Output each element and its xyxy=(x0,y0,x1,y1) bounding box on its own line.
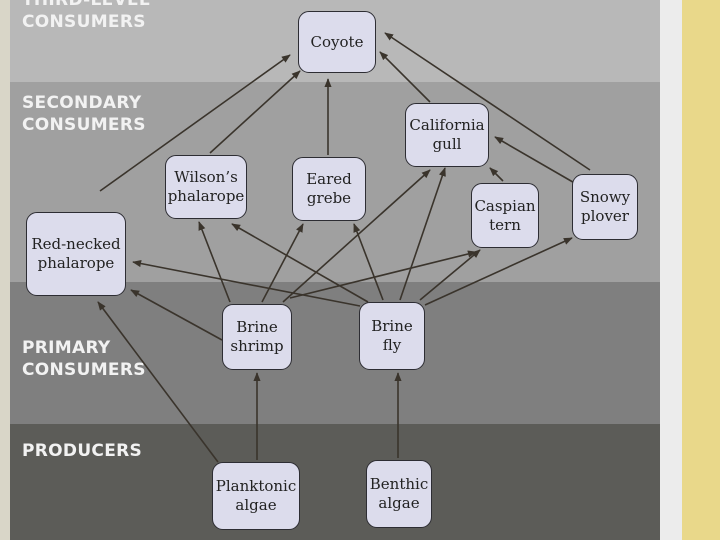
arrow-brine-shrimp-to-wilsons-phalarope xyxy=(198,221,231,303)
node-caspian-tern: Caspian tern xyxy=(471,183,539,248)
arrow-snowy-plover-to-california-gull xyxy=(494,136,579,186)
arrow-brine-shrimp-to-caspian-tern xyxy=(289,250,477,299)
page-edge xyxy=(660,0,682,540)
band-producers xyxy=(10,424,660,540)
label-primary-consumers: PRIMARY CONSUMERS xyxy=(22,338,146,380)
node-wilsons-phalarope: Wilson’s phalarope xyxy=(165,155,247,219)
arrow-brine-fly-to-eared-grebe xyxy=(353,223,384,301)
node-brine-fly: Brine fly xyxy=(359,302,425,370)
arrow-red-necked-phalarope-to-coyote xyxy=(99,54,291,192)
node-coyote: Coyote xyxy=(298,11,376,73)
arrow-brine-fly-to-california-gull xyxy=(399,167,446,301)
node-red-necked-phalarope: Red-necked phalarope xyxy=(26,212,126,296)
background-wall xyxy=(682,0,720,540)
arrow-brine-fly-to-wilsons-phalarope xyxy=(231,223,369,303)
left-margin xyxy=(0,0,10,540)
node-eared-grebe: Eared grebe xyxy=(292,157,366,221)
arrow-caspian-tern-to-california-gull xyxy=(489,167,504,182)
arrow-snowy-plover-to-coyote xyxy=(384,32,591,171)
band-primary-consumers xyxy=(10,282,660,424)
label-secondary-consumers: SECONDARY CONSUMERS xyxy=(22,93,146,135)
arrow-brine-shrimp-to-california-gull xyxy=(282,169,431,303)
node-brine-shrimp: Brine shrimp xyxy=(222,304,292,370)
arrow-brine-fly-to-red-necked-phalarope xyxy=(132,260,361,307)
label-producers: PRODUCERS xyxy=(22,441,143,461)
arrow-california-gull-to-coyote xyxy=(379,51,431,103)
label-third-level-consumers: THIRD-LEVEL CONSUMERS xyxy=(22,0,151,32)
arrow-brine-fly-to-snowy-plover xyxy=(424,237,573,306)
arrow-wilsons-phalarope-to-coyote xyxy=(209,70,301,154)
node-snowy-plover: Snowy plover xyxy=(572,174,638,240)
arrow-brine-shrimp-to-red-necked-phalarope xyxy=(130,289,223,341)
arrow-planktonic-algae-to-red-necked-phalarope xyxy=(97,301,219,463)
arrow-brine-fly-to-caspian-tern xyxy=(419,249,481,301)
node-planktonic-algae: Planktonic algae xyxy=(212,462,300,530)
node-benthic-algae: Benthic algae xyxy=(366,460,432,528)
node-california-gull: California gull xyxy=(405,103,489,167)
